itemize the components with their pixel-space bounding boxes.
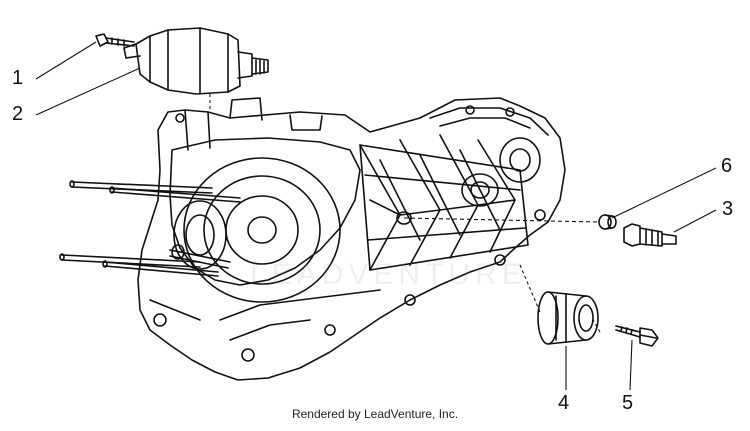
callout-5: 5 <box>622 392 634 414</box>
leader-2 <box>35 67 141 116</box>
render-credit: Rendered by LeadVenture, Inc. <box>291 407 459 421</box>
starter-motor <box>123 27 269 95</box>
leader-1 <box>35 41 97 80</box>
leader-3 <box>673 209 717 233</box>
mount-bolt <box>615 325 659 347</box>
watermark: LEADVENTURE <box>250 258 527 291</box>
roller-bearing <box>537 291 599 345</box>
callout-2: 2 <box>12 103 24 125</box>
sleeve-bushing <box>598 214 617 230</box>
leader-5 <box>629 339 633 391</box>
callout-3: 3 <box>722 198 734 220</box>
callout-4: 4 <box>558 392 570 414</box>
callout-1: 1 <box>12 67 24 89</box>
starter-screw <box>95 33 135 47</box>
callout-6: 6 <box>721 155 733 177</box>
crankcase <box>137 97 566 381</box>
leader-6 <box>611 167 717 219</box>
leader-lines <box>35 41 717 391</box>
sensor-switch <box>623 223 677 247</box>
crankcase-studs <box>59 180 241 277</box>
